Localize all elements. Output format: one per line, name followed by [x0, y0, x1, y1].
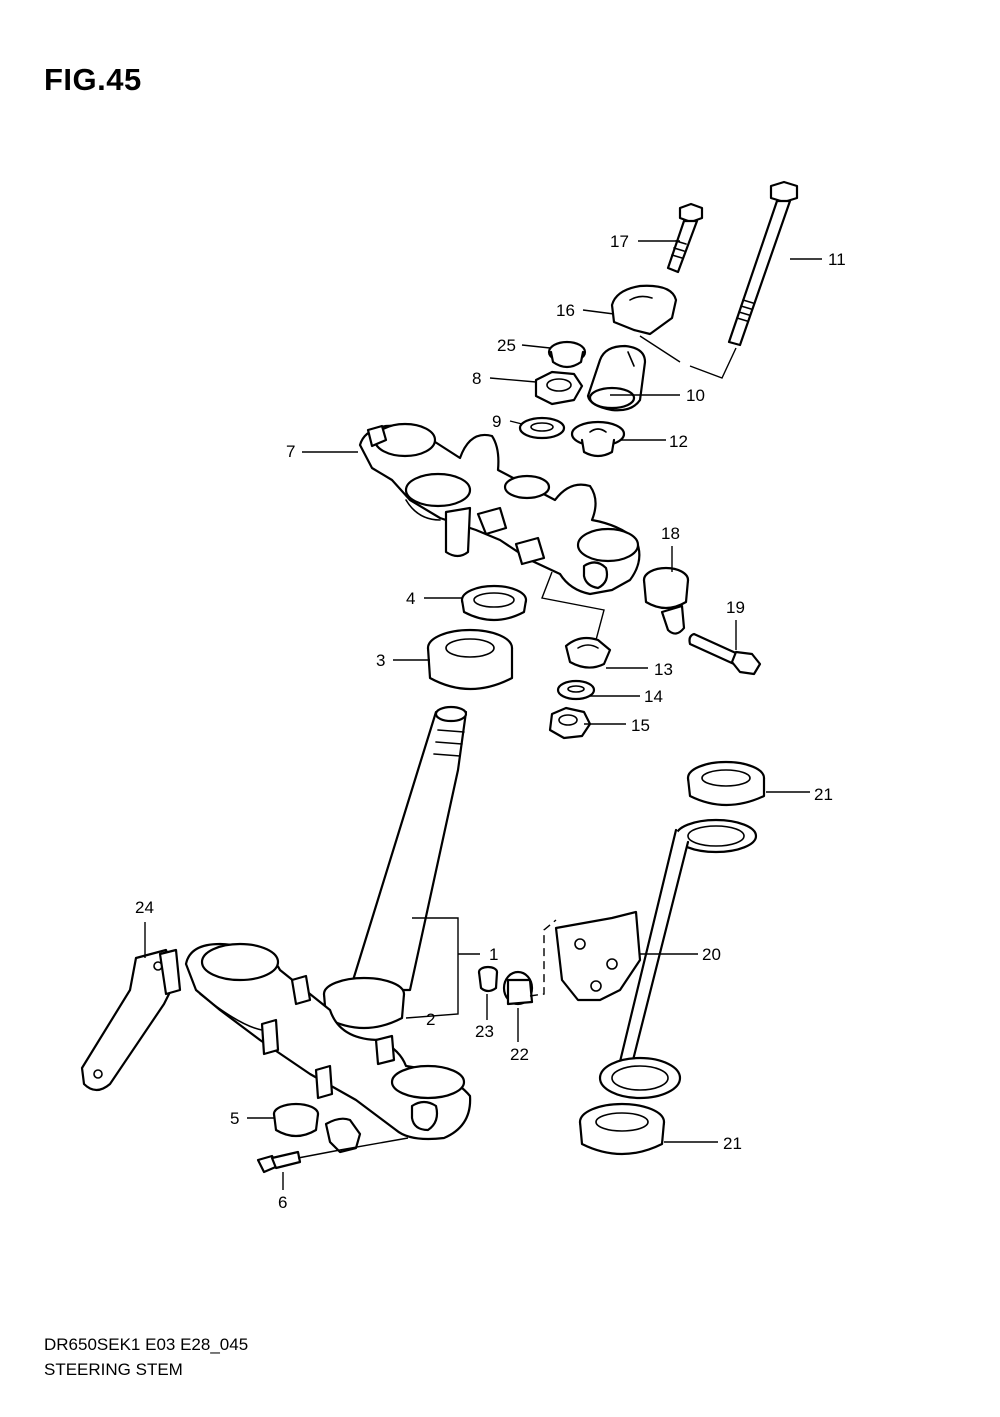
callout-2: 2: [426, 1010, 436, 1029]
callout-5: 5: [230, 1109, 240, 1128]
part-3-bearing: [426, 628, 514, 691]
callout-23: 23: [475, 1022, 494, 1041]
callout-13: 13: [654, 660, 673, 679]
model-code-label: DR650SEK1 E03 E28_045: [44, 1335, 249, 1354]
callout-7: 7: [286, 442, 296, 461]
part-20-headlight-bracket: [554, 818, 758, 1100]
figure-title: FIG.45: [44, 62, 142, 97]
leader-lines: [144, 240, 822, 1190]
callout-3: 3: [376, 651, 386, 670]
part-10-handlebar-holder: [586, 344, 647, 412]
callout-6: 6: [278, 1193, 288, 1212]
lower-bracket: [184, 942, 472, 1141]
part-12-damper: [570, 420, 626, 458]
part-21-lower-grommet: [578, 1102, 666, 1156]
callout-14: 14: [644, 687, 663, 706]
callout-11: 11: [828, 250, 846, 269]
part-6-screw: [256, 1150, 302, 1174]
callout-4: 4: [406, 589, 416, 608]
callout-9: 9: [492, 412, 502, 431]
part-9-washer: [518, 416, 566, 440]
part-11-long-bolt: [727, 180, 799, 347]
part-24-bracket: [80, 948, 182, 1092]
part-4-steering-nut: [460, 584, 528, 622]
part-17-bolt: [666, 202, 704, 274]
part-16-handlebar-clamp: [610, 284, 678, 336]
callout-21-lower: 21: [723, 1134, 742, 1153]
callout-12: 12: [669, 432, 688, 451]
part-18-clamp: [642, 566, 690, 635]
lower-small-plate: [324, 1117, 362, 1154]
part-14-washer: [556, 679, 596, 701]
part-25-cap: [547, 340, 587, 369]
part-13-cushion: [564, 636, 612, 669]
part-19-bolt: [688, 632, 762, 676]
part-23-spacer: [477, 965, 499, 993]
callout-21-upper: 21: [814, 785, 833, 804]
callout-19: 19: [726, 598, 745, 617]
callout-20: 20: [702, 945, 721, 964]
part-8-nut: [534, 370, 584, 406]
part-7-upper-bracket: [358, 422, 641, 596]
part-1-steering-stem: [348, 705, 468, 992]
callout-17: 17: [610, 232, 629, 251]
callout-24: 24: [135, 898, 154, 917]
part-2-bearing: [322, 976, 406, 1030]
part-21-upper-grommet: [686, 760, 766, 806]
part-22-grommet: [502, 970, 534, 1006]
callout-10: 10: [686, 386, 705, 405]
callout-15: 15: [631, 716, 650, 735]
callout-16: 16: [556, 301, 575, 320]
callout-18: 18: [661, 524, 680, 543]
callout-25: 25: [497, 336, 516, 355]
callout-1: 1: [489, 945, 499, 964]
callout-8: 8: [472, 369, 482, 388]
part-15-nut: [548, 706, 592, 740]
assembly-name-label: STEERING STEM: [44, 1360, 183, 1379]
callout-22: 22: [510, 1045, 529, 1064]
part-5-grommet: [272, 1102, 320, 1138]
